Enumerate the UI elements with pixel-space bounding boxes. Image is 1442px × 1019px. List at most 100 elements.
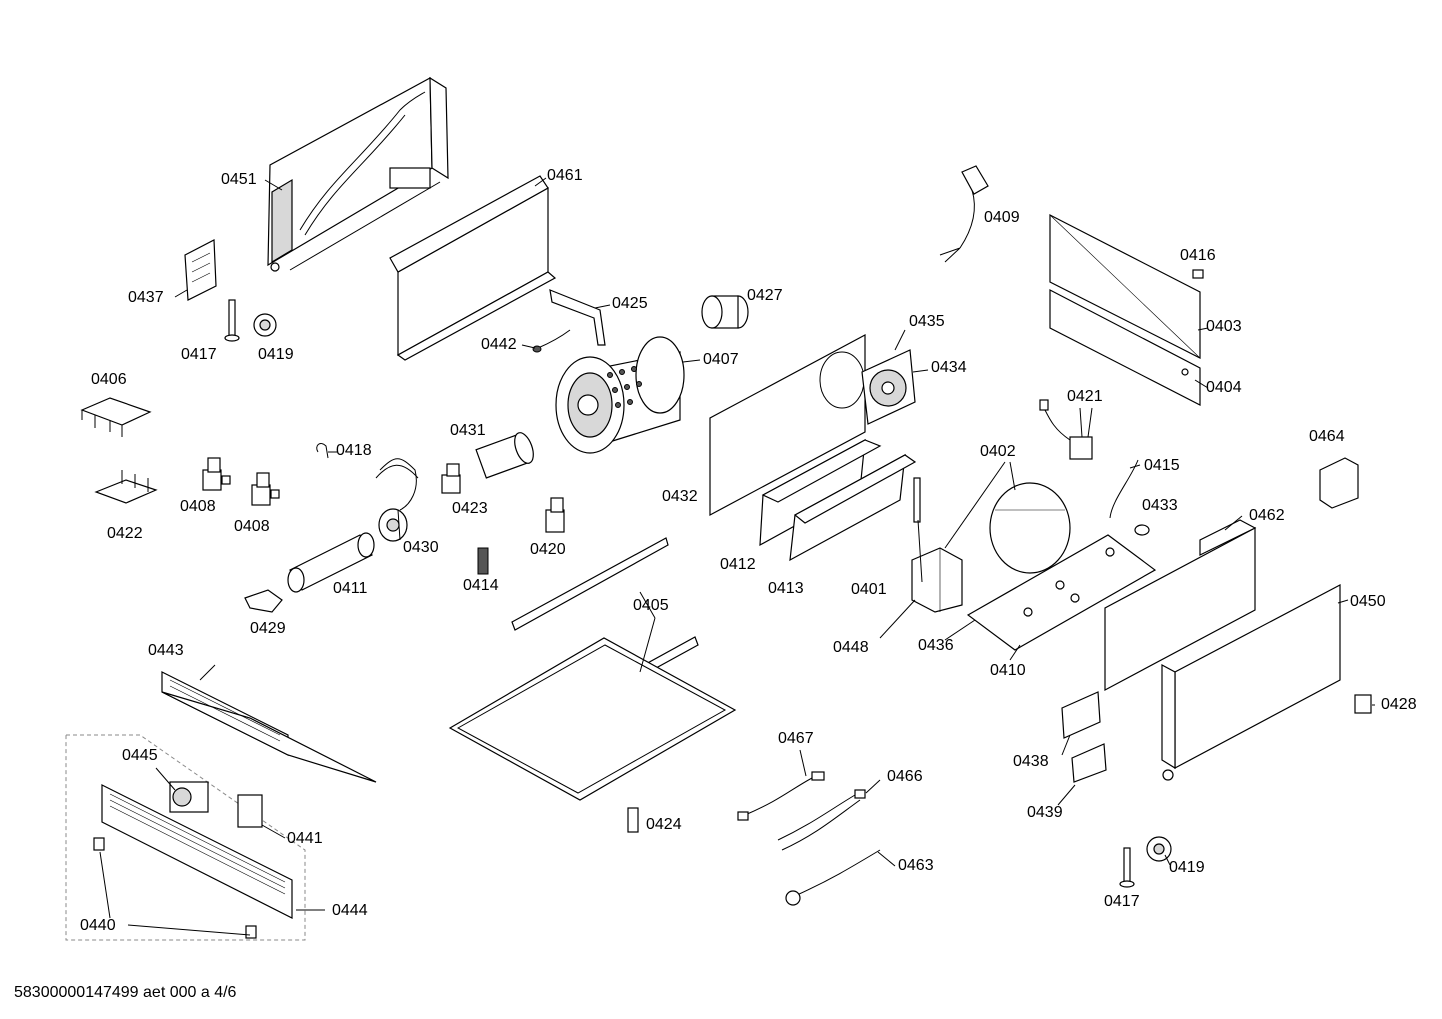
part-0409-power-cord — [939, 165, 989, 263]
part-0413-cover — [789, 453, 917, 562]
label-0402: 0402 — [980, 443, 1016, 460]
label-0410: 0410 — [990, 662, 1026, 679]
part-0462-panel — [1104, 519, 1257, 691]
label-0407: 0407 — [703, 351, 739, 368]
part-0416-plug — [1192, 269, 1204, 279]
part-0421-relay — [1039, 399, 1093, 460]
part-0443-grille — [161, 671, 377, 783]
part-0415-tube — [1109, 459, 1139, 519]
label-0462: 0462 — [1249, 507, 1285, 524]
label-0412: 0412 — [720, 556, 756, 573]
part-0410-base-plate — [966, 534, 1157, 651]
part-0466-harness — [777, 789, 866, 851]
label-0421: 0421 — [1067, 388, 1103, 405]
label-0413: 0413 — [768, 580, 804, 597]
document-id: 58300000147499 aet 000 a 4/6 — [14, 984, 237, 1001]
label-0437: 0437 — [128, 289, 164, 306]
label-0401: 0401 — [851, 581, 887, 598]
part-0403-panel — [1049, 214, 1201, 359]
part-0414-spring — [477, 547, 489, 575]
part-0408-valve-a — [202, 457, 231, 491]
label-0417-top: 0417 — [181, 346, 217, 363]
label-0466: 0466 — [887, 768, 923, 785]
label-0434: 0434 — [931, 359, 967, 376]
part-0427-cylinder — [701, 295, 749, 329]
part-0445-duct — [169, 781, 209, 813]
part-0418-clip — [316, 443, 329, 459]
part-0422 — [94, 470, 158, 504]
part-0407-fan-housing — [555, 336, 685, 454]
label-0438: 0438 — [1013, 753, 1049, 770]
part-0402-compressor — [989, 482, 1071, 574]
part-0464-cover — [1319, 457, 1359, 509]
label-0418: 0418 — [336, 442, 372, 459]
part-0429-knob — [244, 589, 283, 613]
part-0438-bracket — [1061, 691, 1101, 739]
label-0445: 0445 — [122, 747, 158, 764]
part-0440-pad-b — [245, 925, 257, 939]
part-0405-shelf — [448, 637, 737, 801]
label-0429: 0429 — [250, 620, 286, 637]
part-0433-grommet — [1134, 524, 1150, 536]
label-0442: 0442 — [481, 336, 517, 353]
label-0408-left: 0408 — [180, 498, 216, 515]
label-0419-bottom: 0419 — [1169, 859, 1205, 876]
part-0442-sensor — [532, 329, 571, 353]
label-0433: 0433 — [1142, 497, 1178, 514]
part-0431-cylinder — [475, 432, 534, 479]
label-0464: 0464 — [1309, 428, 1345, 445]
part-0424-connector — [627, 807, 639, 833]
label-0440: 0440 — [80, 917, 116, 934]
label-0403: 0403 — [1206, 318, 1242, 335]
part-0419-caster-lower — [1146, 836, 1172, 862]
label-0404: 0404 — [1206, 379, 1242, 396]
assembly-frame — [65, 734, 306, 941]
label-0431: 0431 — [450, 422, 486, 439]
part-0408-valve-b — [251, 472, 280, 506]
label-0405: 0405 — [633, 597, 669, 614]
label-0428: 0428 — [1381, 696, 1417, 713]
label-0439: 0439 — [1027, 804, 1063, 821]
part-0417-screw — [224, 299, 240, 342]
label-0444: 0444 — [332, 902, 368, 919]
part-0440-pad-a — [93, 837, 105, 851]
label-0408-right: 0408 — [234, 518, 270, 535]
part-0401-filter-drier — [913, 477, 921, 523]
part-0404-panel — [1049, 289, 1201, 406]
part-0428-clip — [1354, 694, 1372, 714]
label-0423: 0423 — [452, 500, 488, 517]
part-0461-panel — [389, 175, 557, 361]
part-0430-motor — [375, 458, 419, 542]
label-0432: 0432 — [662, 488, 698, 505]
label-0443: 0443 — [148, 642, 184, 659]
part-0406 — [80, 397, 152, 437]
part-0448-box — [911, 547, 963, 613]
label-0467: 0467 — [778, 730, 814, 747]
label-0441: 0441 — [287, 830, 323, 847]
label-0409: 0409 — [984, 209, 1020, 226]
label-0451: 0451 — [221, 171, 257, 188]
part-0423-valve — [441, 463, 461, 494]
label-0422: 0422 — [107, 525, 143, 542]
label-0436: 0436 — [918, 637, 954, 654]
part-0467-harness — [737, 771, 825, 821]
label-0414: 0414 — [463, 577, 499, 594]
label-0461: 0461 — [547, 167, 583, 184]
part-0434-fan — [861, 349, 916, 425]
label-0417-bottom: 0417 — [1104, 893, 1140, 910]
label-0450: 0450 — [1350, 593, 1386, 610]
part-0441-clip — [237, 794, 263, 828]
part-0419-caster — [253, 313, 277, 337]
part-0411-cylinder — [287, 532, 375, 593]
label-0406: 0406 — [91, 371, 127, 388]
label-0448: 0448 — [833, 639, 869, 656]
label-0430: 0430 — [403, 539, 439, 556]
label-0420: 0420 — [530, 541, 566, 558]
part-0450-panel — [1161, 584, 1341, 781]
label-0416: 0416 — [1180, 247, 1216, 264]
part-0437-clip — [184, 239, 217, 301]
label-0463: 0463 — [898, 857, 934, 874]
label-0415: 0415 — [1144, 457, 1180, 474]
